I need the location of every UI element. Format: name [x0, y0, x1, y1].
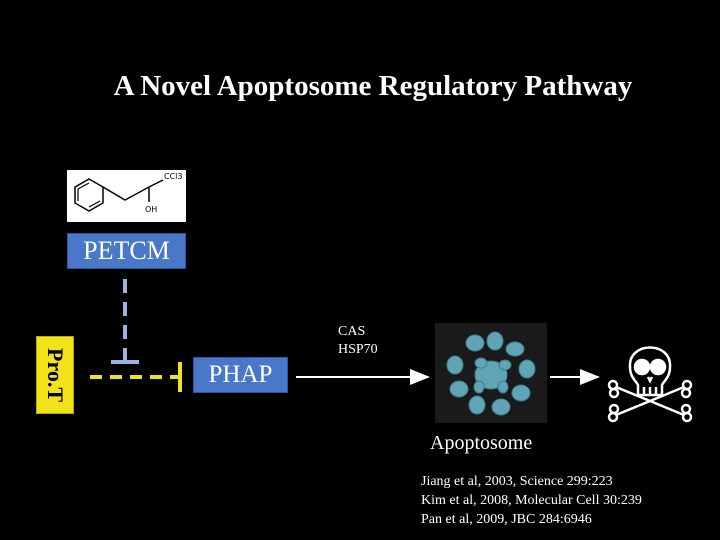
skull-crossbones-icon	[600, 323, 700, 423]
reference-item: Kim et al, 2008, Molecular Cell 30:239	[421, 493, 642, 508]
reference-item: Pan et al, 2009, JBC 284:6946	[421, 512, 592, 527]
apoptosome-image	[435, 323, 547, 423]
oh-label: OH	[145, 205, 157, 214]
cas-hsp70-label: CAS HSP70	[338, 323, 378, 359]
apoptosome-label: Apoptosome	[430, 432, 533, 454]
references: Jiang et al, 2003, Science 299:223 Kim e…	[421, 472, 642, 529]
petcm-node: PETCM	[67, 233, 186, 269]
ccl3-label: CCl3	[164, 172, 182, 181]
hsp70-label: HSP70	[338, 342, 378, 357]
reference-item: Jiang et al, 2003, Science 299:223	[421, 474, 613, 489]
cas-label: CAS	[338, 324, 366, 339]
phap-node: PHAP	[193, 357, 288, 393]
prot-node: Pro.T	[36, 336, 74, 414]
petcm-structure-image: CCl3 OH	[67, 170, 186, 222]
page-title: A Novel Apoptosome Regulatory Pathway	[113, 70, 633, 102]
